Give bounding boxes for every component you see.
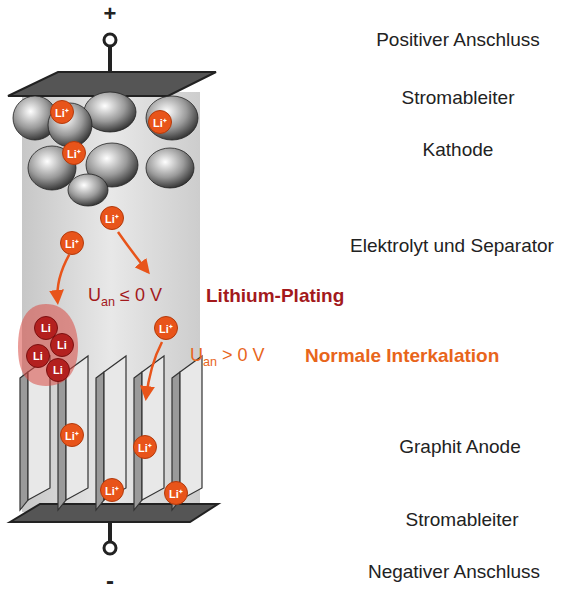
ion-path-arrow bbox=[57, 255, 69, 302]
label-text: Normale Interkalation bbox=[305, 346, 499, 367]
lithium-ion: Li⁺ bbox=[60, 231, 84, 255]
ion-symbol: Li⁺ bbox=[169, 486, 183, 501]
ion-symbol: Li bbox=[57, 339, 67, 351]
ion-symbol: Li⁺ bbox=[138, 440, 152, 455]
ion-symbol: Li⁺ bbox=[67, 146, 81, 161]
label-text: Stromableiter bbox=[406, 510, 519, 531]
ion-symbol: Li⁺ bbox=[159, 321, 173, 336]
label-text: Uan ≤ 0 V bbox=[88, 286, 162, 309]
lithium-ion: Li⁺ bbox=[100, 478, 124, 502]
lithium-ion: Li⁺ bbox=[62, 141, 86, 165]
ion-symbol: Li⁺ bbox=[65, 236, 79, 251]
ion-symbol: Li⁺ bbox=[55, 105, 69, 120]
ion-symbol: Li bbox=[41, 322, 51, 334]
label-text: + bbox=[104, 2, 117, 26]
label-text: Negativer Anschluss bbox=[368, 562, 540, 583]
ion-symbol: Li bbox=[53, 364, 63, 376]
label-text: - bbox=[106, 568, 114, 594]
ion-symbol: Li⁺ bbox=[105, 483, 119, 498]
plating-cluster: LiLiLiLi bbox=[16, 302, 80, 388]
lithium-ion: Li⁺ bbox=[164, 481, 188, 505]
label-text: Positiver Anschluss bbox=[376, 30, 540, 51]
lithium-ion: Li⁺ bbox=[100, 206, 124, 230]
lithium-ion: Li⁺ bbox=[148, 110, 172, 134]
label-text: Stromableiter bbox=[402, 88, 515, 109]
label-text: Lithium-Plating bbox=[206, 286, 344, 307]
lithium-ion: Li⁺ bbox=[60, 423, 84, 447]
label-text: Elektrolyt und Separator bbox=[350, 236, 554, 257]
lithium-ion: Li⁺ bbox=[154, 316, 178, 340]
lithium-atom: Li bbox=[50, 333, 74, 357]
ion-symbol: Li⁺ bbox=[105, 211, 119, 226]
ion-symbol: Li bbox=[33, 350, 43, 362]
label-text: Uan > 0 V bbox=[190, 346, 265, 369]
lithium-ion: Li⁺ bbox=[133, 435, 157, 459]
label-text: Graphit Anode bbox=[399, 437, 520, 458]
lithium-atom: Li bbox=[46, 358, 70, 382]
label-text: Kathode bbox=[423, 140, 494, 161]
lithium-ion: Li⁺ bbox=[50, 100, 74, 124]
ion-symbol: Li⁺ bbox=[65, 428, 79, 443]
ion-symbol: Li⁺ bbox=[153, 115, 167, 130]
